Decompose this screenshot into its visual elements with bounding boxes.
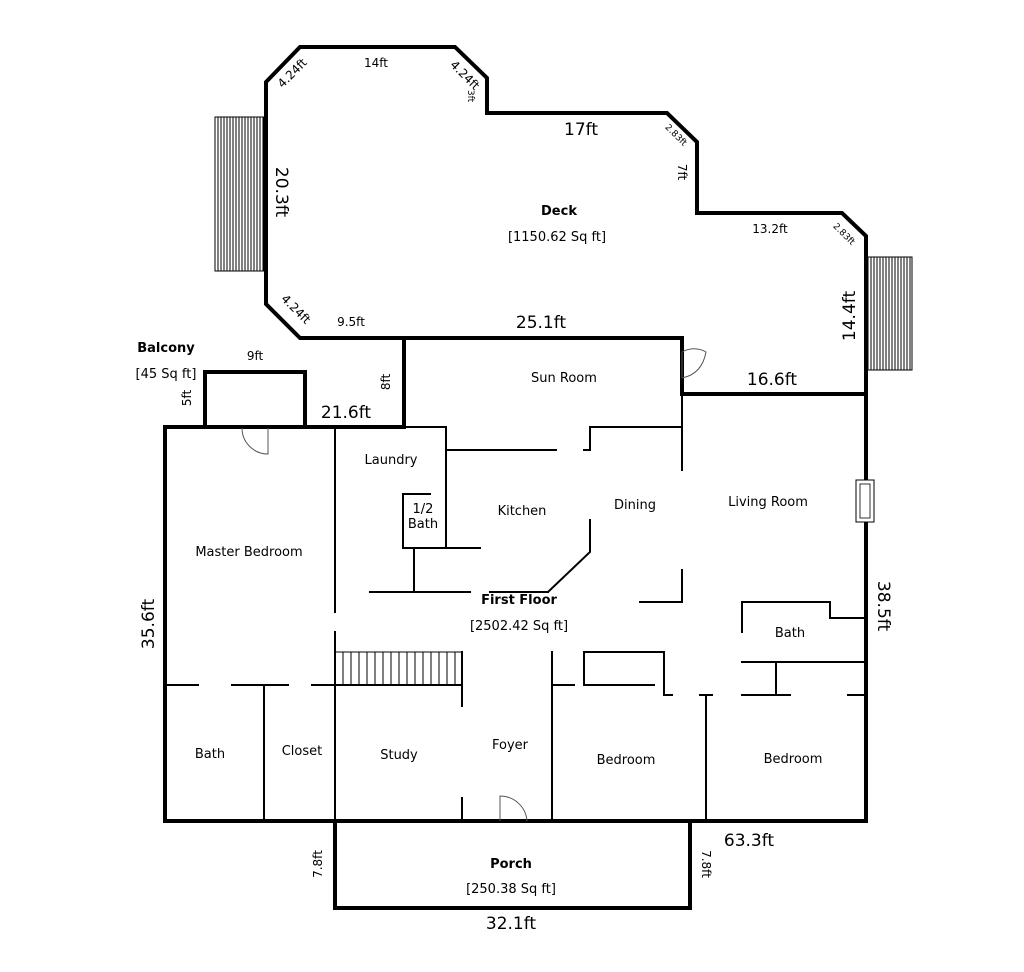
dim-deck-251: 25.1ft [516, 313, 567, 333]
dim-porch-left: 7.8ft [311, 850, 325, 878]
room-bath-left: Bath [195, 747, 225, 762]
dim-floor-left: 35.6ft [139, 599, 159, 650]
dim-deck-step-3: 3ft [465, 90, 475, 103]
room-sun-room: Sun Room [531, 371, 597, 386]
dim-deck-diag-a: 2.83ft [662, 123, 688, 149]
first-floor-outer-wall [163, 392, 868, 823]
dim-deck-left: 20.3ft [271, 167, 291, 218]
doors [241, 348, 707, 822]
room-laundry: Laundry [365, 453, 418, 468]
dim-deck-nw-diag: 4.24ft [275, 55, 310, 90]
deck-stairs-right [867, 256, 913, 371]
dim-porch-bottom: 32.1ft [486, 914, 537, 934]
dim-deck-ne-diag: 4.24ft [447, 58, 482, 93]
dim-deck-7: 7ft [675, 164, 689, 181]
room-foyer: Foyer [492, 738, 529, 753]
room-half-bath-line1: 1/2 [413, 502, 434, 517]
room-dining: Dining [614, 498, 656, 513]
balcony-outline [203, 370, 307, 429]
dim-deck-17: 17ft [564, 120, 598, 140]
dim-wall-216: 21.6ft [321, 403, 372, 423]
room-bath-right: Bath [775, 626, 805, 641]
deck-outline [264, 45, 868, 396]
first-floor-size: [2502.42 Sq ft] [470, 619, 568, 634]
porch-size: [250.38 Sq ft] [466, 882, 556, 897]
room-bedroom-1: Bedroom [597, 753, 656, 768]
room-master-bedroom: Master Bedroom [195, 545, 302, 560]
porch-label: Porch [490, 857, 532, 872]
room-bedroom-2: Bedroom [764, 752, 823, 767]
deck-stairs-left [214, 116, 265, 272]
room-closet: Closet [282, 744, 323, 759]
dim-deck-166: 16.6ft [747, 370, 798, 390]
dim-sun-8: 8ft [379, 374, 393, 391]
dim-deck-top: 14ft [364, 56, 388, 70]
dim-deck-13: 13.2ft [752, 222, 788, 236]
room-kitchen: Kitchen [498, 504, 547, 519]
porch-outline [333, 819, 692, 910]
dim-balcony-5: 5ft [180, 390, 194, 407]
balcony-label: Balcony [137, 341, 195, 356]
room-half-bath-line2: Bath [408, 517, 438, 532]
dim-deck-right: 14.4ft [840, 291, 860, 342]
dim-floor-bottom: 63.3ft [724, 831, 775, 851]
interior-walls [164, 393, 875, 822]
dim-balcony-9: 9ft [247, 349, 264, 363]
room-living-room: Living Room [728, 495, 808, 510]
room-study: Study [380, 748, 418, 763]
dim-deck-95: 9.5ft [337, 315, 365, 329]
interior-staircase [334, 651, 463, 686]
deck-size: [1150.62 Sq ft] [508, 230, 606, 245]
dim-floor-right: 38.5ft [873, 581, 893, 632]
balcony-size: [45 Sq ft] [136, 367, 197, 382]
deck-label: Deck [541, 204, 577, 219]
dim-porch-right: 7.8ft [699, 850, 713, 878]
first-floor-label: First Floor [481, 593, 557, 608]
